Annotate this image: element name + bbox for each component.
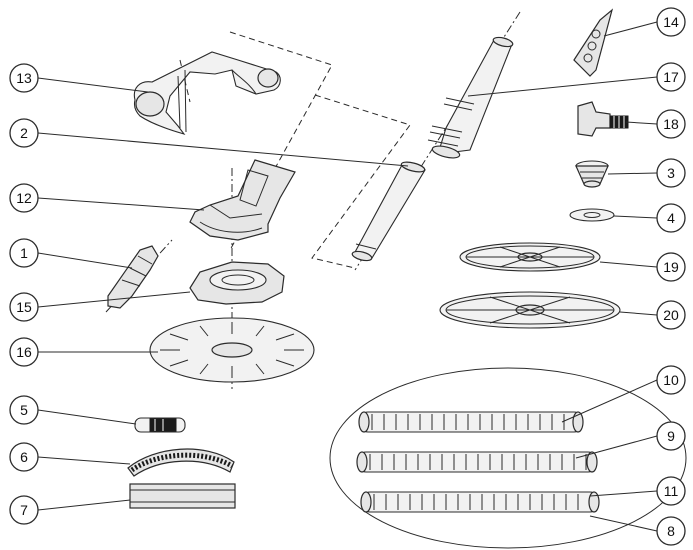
callout-10: 10 [656, 365, 686, 395]
svg-text:2: 2 [20, 125, 28, 141]
part-12-body [189, 159, 296, 241]
svg-text:13: 13 [16, 70, 32, 86]
svg-text:12: 12 [16, 190, 32, 206]
hose-group [329, 367, 687, 549]
callout-13: 13 [9, 63, 39, 93]
part-15-collar [189, 261, 285, 305]
part-13-handle-frame [133, 51, 281, 135]
svg-text:14: 14 [663, 14, 679, 30]
part-1-foot [107, 245, 159, 309]
svg-text:19: 19 [663, 259, 679, 275]
part-6-curved-hose [127, 448, 235, 477]
part-19-spoked-ring [459, 242, 601, 272]
part-4-washer [569, 208, 615, 222]
svg-text:1: 1 [20, 245, 28, 261]
part-5-coupler [134, 417, 186, 433]
callout-8: 8 [656, 516, 686, 546]
svg-text:11: 11 [664, 483, 679, 499]
part-18-valve [577, 101, 629, 137]
svg-text:15: 15 [16, 299, 32, 315]
callout-18: 18 [656, 109, 686, 139]
callout-15: 15 [9, 292, 39, 322]
svg-text:6: 6 [20, 449, 28, 465]
svg-text:5: 5 [20, 402, 28, 418]
svg-text:17: 17 [663, 69, 679, 85]
callout-7: 7 [9, 495, 39, 525]
svg-text:7: 7 [20, 502, 28, 518]
hose-11 [360, 491, 600, 513]
part-14-wedge [573, 8, 614, 77]
part-16-disc [149, 317, 315, 383]
svg-text:3: 3 [667, 165, 675, 181]
svg-text:8: 8 [667, 523, 675, 539]
svg-text:9: 9 [667, 428, 675, 444]
callout-17: 17 [656, 62, 686, 92]
callout-14: 14 [656, 7, 686, 37]
svg-text:10: 10 [663, 372, 679, 388]
hose-9 [356, 451, 598, 473]
callout-3: 3 [656, 158, 686, 188]
part-20-large-ring [439, 291, 621, 329]
leader-lines [37, 21, 658, 532]
svg-text:20: 20 [663, 307, 679, 323]
callout-12: 12 [9, 183, 39, 213]
svg-text:16: 16 [16, 344, 32, 360]
svg-text:18: 18 [663, 116, 679, 132]
part-2-tube [351, 161, 426, 262]
callout-9: 9 [656, 421, 686, 451]
callout-5: 5 [9, 395, 39, 425]
hose-10 [358, 411, 584, 433]
callout-20: 20 [656, 300, 686, 330]
callout-2: 2 [9, 118, 39, 148]
part-17-pole [427, 36, 514, 159]
callout-1: 1 [9, 238, 39, 268]
part-3-funnel [575, 160, 609, 188]
callout-6: 6 [9, 442, 39, 472]
callout-11: 11 [656, 476, 686, 506]
callout-19: 19 [656, 252, 686, 282]
callout-16: 16 [9, 337, 39, 367]
part-7-hose-section [129, 483, 236, 509]
svg-text:4: 4 [667, 210, 675, 226]
callout-4: 4 [656, 203, 686, 233]
